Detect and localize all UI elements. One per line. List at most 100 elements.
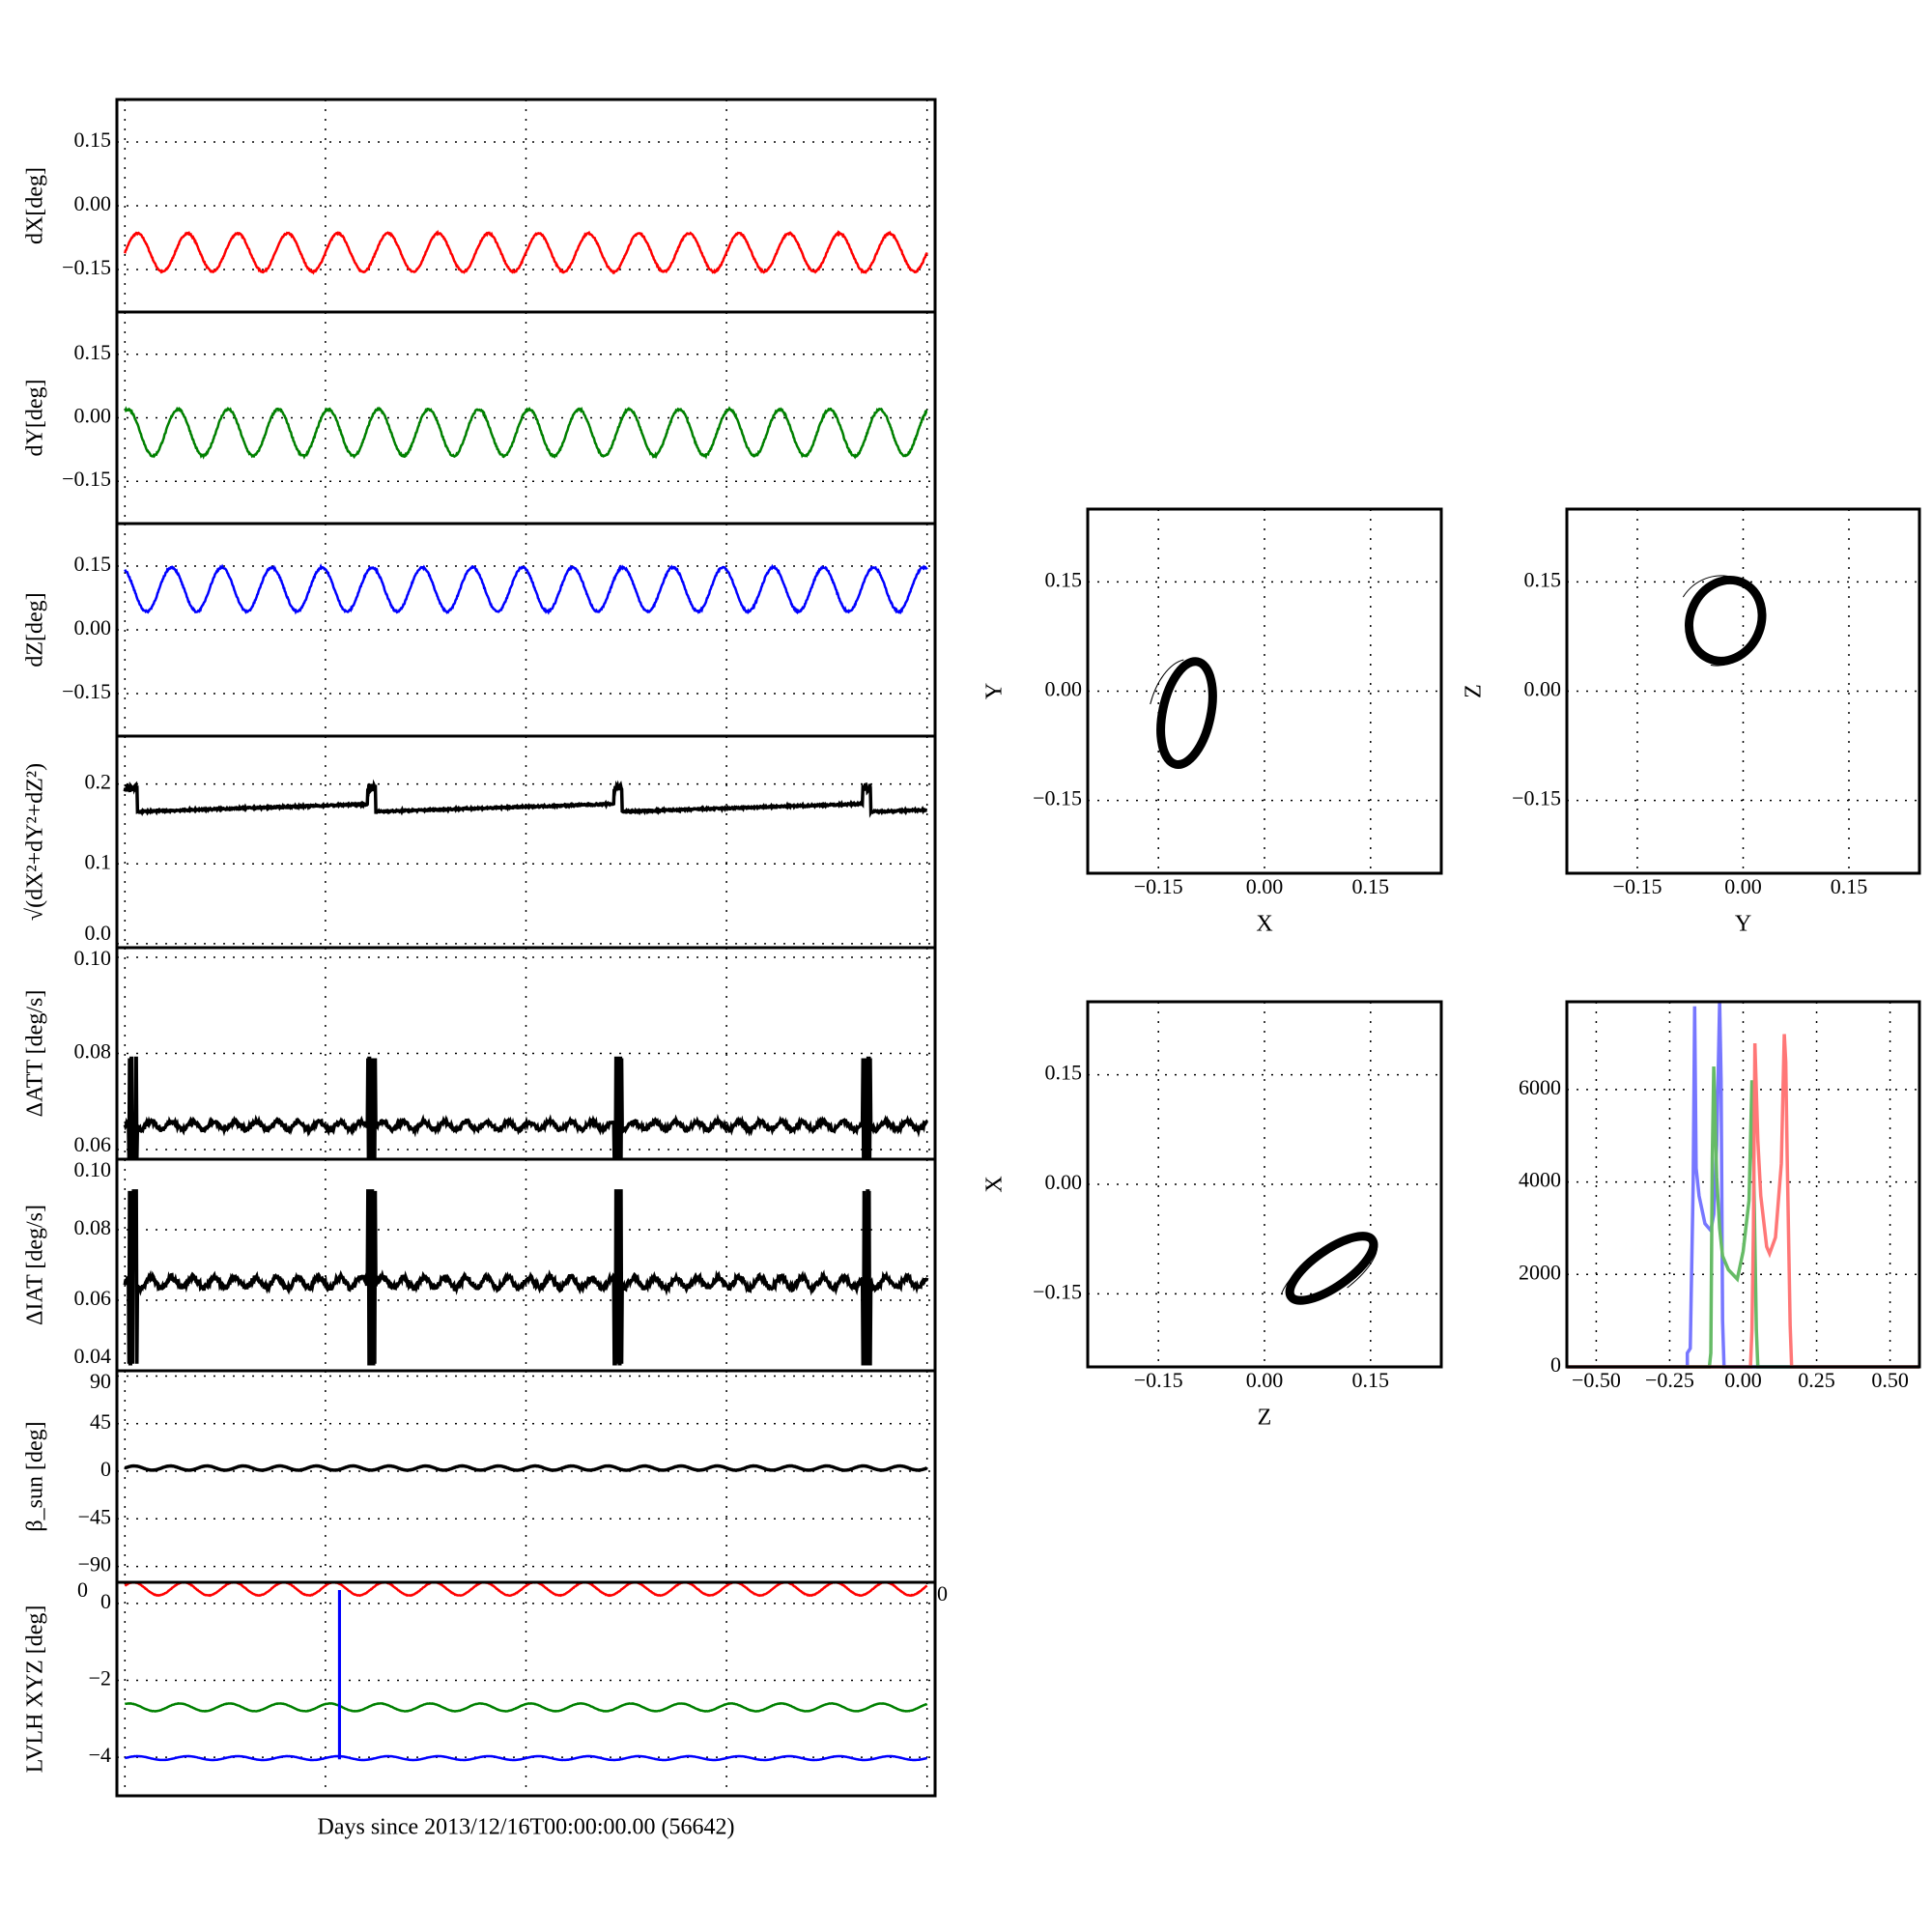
y-axis-label: ΔIAT [deg/s] [23,1205,48,1325]
x-axis-label: X [1256,912,1272,937]
panel-dz [115,522,937,738]
series-group [124,562,928,615]
y-tick-label: 0.04 [74,1344,112,1368]
y-tick-label: 0 [1550,1352,1561,1377]
series-line-Y [124,1701,928,1713]
y-tick-label: 45 [90,1409,111,1434]
panel-frame [115,1369,937,1584]
y-axis-label: β_sun [deg] [23,1421,48,1531]
series-line-beta [124,1463,928,1472]
y-tick-label: −2 [89,1666,111,1690]
panel-beta [115,1369,937,1584]
y-tick-label: −0.15 [1033,1279,1082,1303]
series-group [123,1056,929,1159]
panel-dy [115,310,937,526]
y-axis-label: dY[deg] [23,380,48,457]
x-tick-label: −0.15 [1134,874,1183,898]
panel-frame [115,1157,937,1373]
x-tick-label: 0.00 [1246,874,1284,898]
series-group [124,406,928,460]
panel-lvlh [115,1580,937,1798]
x-tick-label: −0.50 [1572,1368,1621,1392]
x-tick-label: 0.15 [1831,874,1868,898]
trajectory-ellipse [1285,1232,1378,1305]
y-tick-label: 0.10 [74,1157,112,1181]
panel-dx [115,98,937,314]
y-axis-label: √(dX²+dY²+dZ²) [23,763,48,921]
y-axis-label: dX[deg] [23,167,48,244]
x-axis-label: Days since 2013/12/16T00:00:00.00 (56642… [318,1815,735,1840]
y-axis-label: X [982,1176,1008,1192]
y-axis-label: ΔATT [deg/s] [23,990,48,1118]
y-tick-label: 0.00 [74,404,112,428]
panel-norm [115,734,937,950]
histogram-series-dX [1567,1034,1919,1369]
scatter-yz [1565,507,1921,875]
y-tick-label: 4000 [1519,1168,1561,1192]
y-tick-label: 0.08 [74,1215,112,1239]
x-tick-label: −0.15 [1134,1368,1183,1392]
x-tick-label: 0.00 [1724,874,1762,898]
y-tick-label: 0.15 [74,340,112,364]
y-tick-label: 0.15 [1045,567,1083,591]
y-axis-label: dZ[deg] [23,592,48,667]
y-tick-label-extra: 0 [937,1581,948,1605]
series-group [124,229,928,275]
series-line-dY [124,406,928,460]
trajectory-ellipse [1685,575,1767,666]
y-tick-label: 0.1 [85,849,112,873]
x-tick-label: 0.50 [1871,1368,1909,1392]
y-tick-label: 0.06 [74,1286,112,1310]
y-tick-label: −0.15 [62,679,111,703]
panel-frame [1086,507,1443,875]
x-tick-label: 0.25 [1798,1368,1835,1392]
y-tick-label: −0.15 [62,255,111,279]
y-tick-label: 6000 [1519,1075,1561,1099]
y-tick-label: −0.15 [1512,786,1561,810]
panel-frame [115,310,937,526]
y-tick-label: 90 [90,1369,111,1393]
histogram-series-dZ [1567,1001,1919,1369]
y-tick-label: −0.15 [62,467,111,491]
x-tick-label: −0.25 [1645,1368,1694,1392]
y-tick-label: 0.00 [1045,677,1083,701]
x-axis-label: Y [1735,912,1751,937]
panel-frame [1086,1000,1443,1369]
histogram [1565,1000,1921,1369]
panel-frame [1565,1000,1921,1369]
y-tick-label: 0.00 [74,615,112,639]
series-line-ΔIAT [123,1189,929,1366]
x-tick-label: −0.15 [1613,874,1662,898]
x-tick-label: 0.15 [1352,874,1390,898]
scatter-zx [1086,1000,1443,1369]
series-group [124,1582,928,1762]
y-tick-label: 0 [100,1589,111,1613]
series-group [123,1189,929,1366]
y-tick-label: 0.00 [1045,1170,1083,1194]
y-tick-label: −90 [78,1552,111,1577]
y-tick-label: 0.15 [74,128,112,152]
y-axis-label: Y [982,683,1008,699]
series-line-dZ [124,562,928,615]
y-tick-label: 0.2 [85,770,112,794]
x-tick-label: 0.00 [1724,1368,1762,1392]
y-tick-label: 0.15 [74,552,112,576]
series-line-dX [124,229,928,275]
y-tick-label: 0.0 [85,921,112,945]
y-axis-label: LVLH XYZ [deg] [23,1605,48,1774]
x-tick-label: 0.15 [1352,1368,1390,1392]
x-axis-label: Z [1258,1406,1272,1431]
trajectory-outlier-arc [1147,658,1214,771]
y-tick-label: 0.08 [74,1039,112,1064]
y-tick-label: 0.06 [74,1132,112,1156]
x-tick-label: 0.00 [1246,1368,1284,1392]
y-tick-label: −4 [89,1743,111,1767]
series-line-norm [123,779,928,818]
y-axis-label: Z [1462,684,1487,698]
series-group [123,779,928,818]
trajectory-outlier-arc [1279,1236,1378,1313]
series-line-Z [125,1589,928,1762]
series-line-X [124,1582,928,1598]
trajectory-ellipse [1156,657,1217,769]
y-tick-label: 0.15 [1045,1061,1083,1085]
